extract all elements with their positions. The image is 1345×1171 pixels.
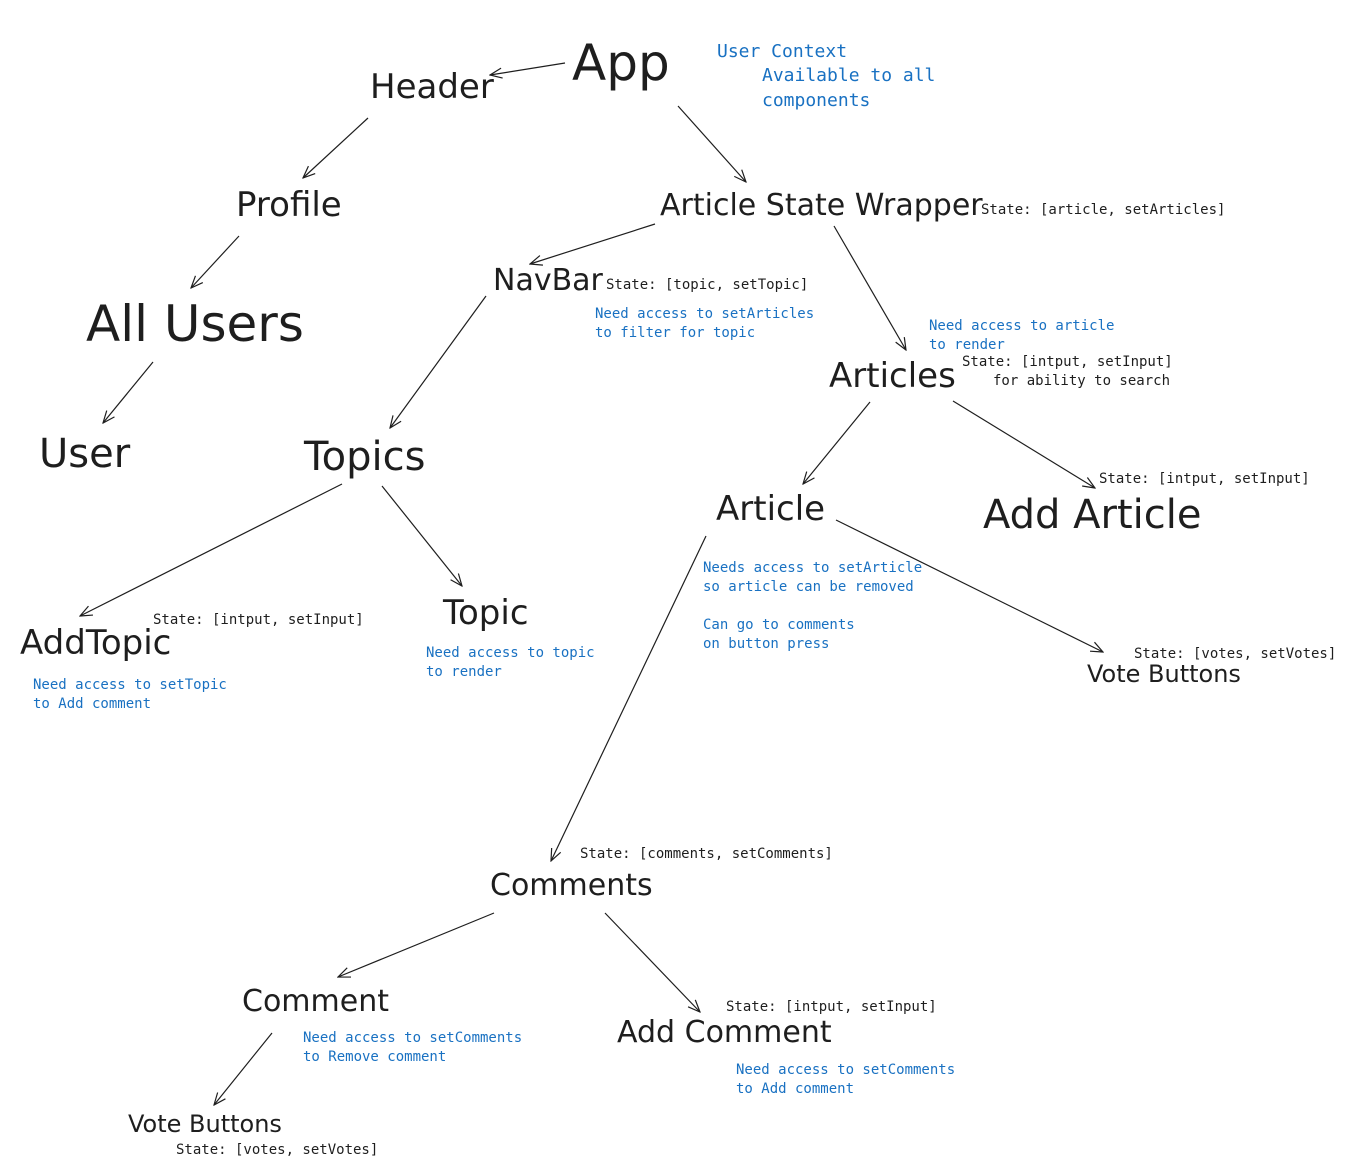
note-article-remove: Needs access to setArticle so article ca… (703, 559, 922, 597)
note-line: to filter for topic (595, 324, 756, 341)
edge-wrapper-navbar (530, 223, 656, 264)
node-comment: Comment (242, 984, 389, 1019)
edge-topics-topic (381, 485, 462, 586)
note-comment: Need access to setComments to Remove com… (303, 1029, 522, 1067)
note-line: Need access to setArticles (595, 306, 815, 322)
note-line: User Context (717, 41, 848, 62)
node-user: User (39, 431, 131, 477)
node-topics: Topics (304, 434, 426, 480)
note-line: to Add comment (33, 695, 152, 712)
edge-articles-article (803, 401, 871, 484)
state-vote-buttons-article: State: [votes, setVotes] (1134, 646, 1337, 662)
note-line: Needs access to setArticle (703, 560, 923, 576)
edge-navbar-topics (390, 295, 487, 428)
state-navbar: State: [topic, setTopic] (606, 277, 809, 293)
note-line: Available to all (762, 65, 936, 87)
node-app: App (572, 34, 670, 92)
note-add-topic: Need access to setTopic to Add comment (33, 676, 227, 714)
note-line: Need access to topic (426, 645, 595, 661)
node-comments: Comments (490, 868, 653, 903)
state-articles: State: [intput, setInput] for ability to… (962, 353, 1173, 391)
note-line: to Add comment (736, 1080, 855, 1097)
node-add-article: Add Article (983, 492, 1202, 538)
note-line: Need access to setTopic (33, 677, 227, 693)
note-article-comments: Can go to comments on button press (703, 616, 855, 654)
node-all-users: All Users (86, 295, 304, 353)
edge-app-header (490, 62, 566, 75)
node-add-comment: Add Comment (617, 1015, 832, 1050)
note-line: to render (929, 336, 1005, 353)
edge-article-vote-buttons (835, 519, 1103, 652)
state-article-state-wrapper: State: [article, setArticles] (981, 202, 1226, 218)
edge-app-article-state-wrapper (677, 105, 746, 182)
note-line: Can go to comments (703, 617, 855, 633)
edge-comment-vote-buttons (214, 1032, 273, 1105)
state-add-article: State: [intput, setInput] (1099, 471, 1310, 487)
note-articles: Need access to article to render (929, 317, 1114, 355)
node-add-topic: AddTopic (20, 623, 172, 663)
node-article-state-wrapper: Article State Wrapper (660, 188, 983, 223)
edge-comments-add-comment (604, 912, 700, 1012)
edge-all-users-user (103, 361, 154, 423)
note-line: to render (426, 663, 502, 680)
state-vote-buttons-comment: State: [votes, setVotes] (176, 1142, 379, 1158)
edge-comments-comment (338, 912, 495, 977)
state-add-topic: State: [intput, setInput] (153, 612, 364, 628)
note-topic: Need access to topic to render (426, 644, 595, 682)
state-add-comment: State: [intput, setInput] (726, 999, 937, 1015)
edge-profile-all-users (191, 235, 240, 288)
state-comments: State: [comments, setComments] (580, 846, 833, 862)
note-line: so article can be removed (703, 578, 914, 595)
note-line: Need access to article (929, 318, 1115, 334)
state-line: State: [intput, setInput] (962, 354, 1173, 370)
state-line: for ability to search (993, 372, 1171, 389)
note-line: on button press (703, 635, 830, 652)
note-navbar: Need access to setArticles to filter for… (595, 305, 814, 343)
node-topic: Topic (443, 593, 529, 633)
node-header: Header (370, 67, 494, 107)
note-user-context: User Context Available to all components (717, 40, 935, 113)
edge-header-profile (303, 117, 369, 178)
edge-wrapper-articles (833, 225, 906, 350)
node-vote-buttons-comment: Vote Buttons (128, 1110, 282, 1138)
edge-articles-add-article (952, 400, 1095, 488)
edge-topics-add-topic (80, 483, 343, 616)
note-line: Need access to setComments (303, 1030, 523, 1046)
note-line: components (762, 89, 871, 111)
node-articles: Articles (829, 356, 956, 396)
node-profile: Profile (236, 185, 342, 225)
node-vote-buttons-article: Vote Buttons (1087, 660, 1241, 688)
node-navbar: NavBar (493, 263, 603, 298)
edge-article-comments (551, 535, 707, 861)
note-line: to Remove comment (303, 1048, 447, 1065)
node-article: Article (716, 489, 826, 529)
note-add-comment: Need access to setComments to Add commen… (736, 1061, 955, 1099)
note-line: Need access to setComments (736, 1062, 956, 1078)
